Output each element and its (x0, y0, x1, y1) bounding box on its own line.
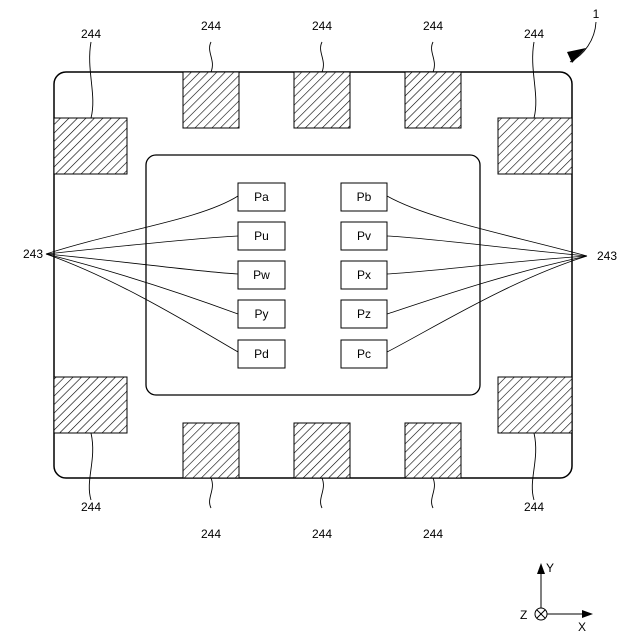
ref-244: 244 (524, 27, 544, 41)
ref-243-right: 243 (597, 249, 617, 263)
terminal-top-1 (183, 72, 239, 128)
ref-244: 244 (201, 527, 221, 541)
ref-244: 244 (423, 19, 443, 33)
ref-244: 244 (201, 19, 221, 33)
terminal-right-bottom (498, 377, 572, 433)
bond-wires (46, 196, 587, 352)
axis-z-label: Z (520, 608, 527, 622)
ref-244: 244 (312, 527, 332, 541)
ref-244: 244 (524, 500, 544, 514)
ref-244: 244 (81, 27, 101, 41)
terminal-bottom-2 (294, 423, 350, 478)
ref-243-left: 243 (23, 247, 43, 261)
pad-label-pc: Pc (357, 347, 371, 361)
terminal-bottom-1 (183, 423, 239, 478)
pad-label-px: Px (357, 268, 371, 282)
die-area (146, 155, 480, 395)
axis-indicator: Y Z X (520, 561, 593, 634)
ref-device: 1 (593, 7, 600, 21)
pad-label-pu: Pu (254, 229, 269, 243)
package-outline (54, 72, 572, 478)
terminal-left-bottom (54, 377, 127, 433)
pad-label-pz: Pz (357, 307, 371, 321)
ref-244: 244 (423, 527, 443, 541)
terminal-right-top (498, 118, 572, 174)
terminal-top-2 (294, 72, 350, 128)
y-arrow-icon (537, 563, 545, 574)
pads-right: Pb Pv Px Pz Pc (341, 183, 387, 368)
terminal-bottom-3 (405, 423, 461, 478)
ref-244: 244 (312, 19, 332, 33)
pad-label-pa: Pa (254, 190, 269, 204)
pad-label-pw: Pw (253, 268, 270, 282)
x-arrow-icon (582, 610, 593, 618)
ref-244: 244 (81, 500, 101, 514)
terminals (54, 72, 572, 478)
pad-label-py: Py (254, 307, 268, 321)
axis-y-label: Y (546, 561, 554, 575)
pad-label-pd: Pd (254, 347, 269, 361)
pads-left: Pa Pu Pw Py Pd (238, 183, 285, 368)
terminal-left-top (54, 118, 127, 174)
terminal-top-3 (405, 72, 461, 128)
pad-label-pb: Pb (357, 190, 372, 204)
pad-label-pv: Pv (357, 229, 371, 243)
axis-x-label: X (578, 620, 586, 634)
